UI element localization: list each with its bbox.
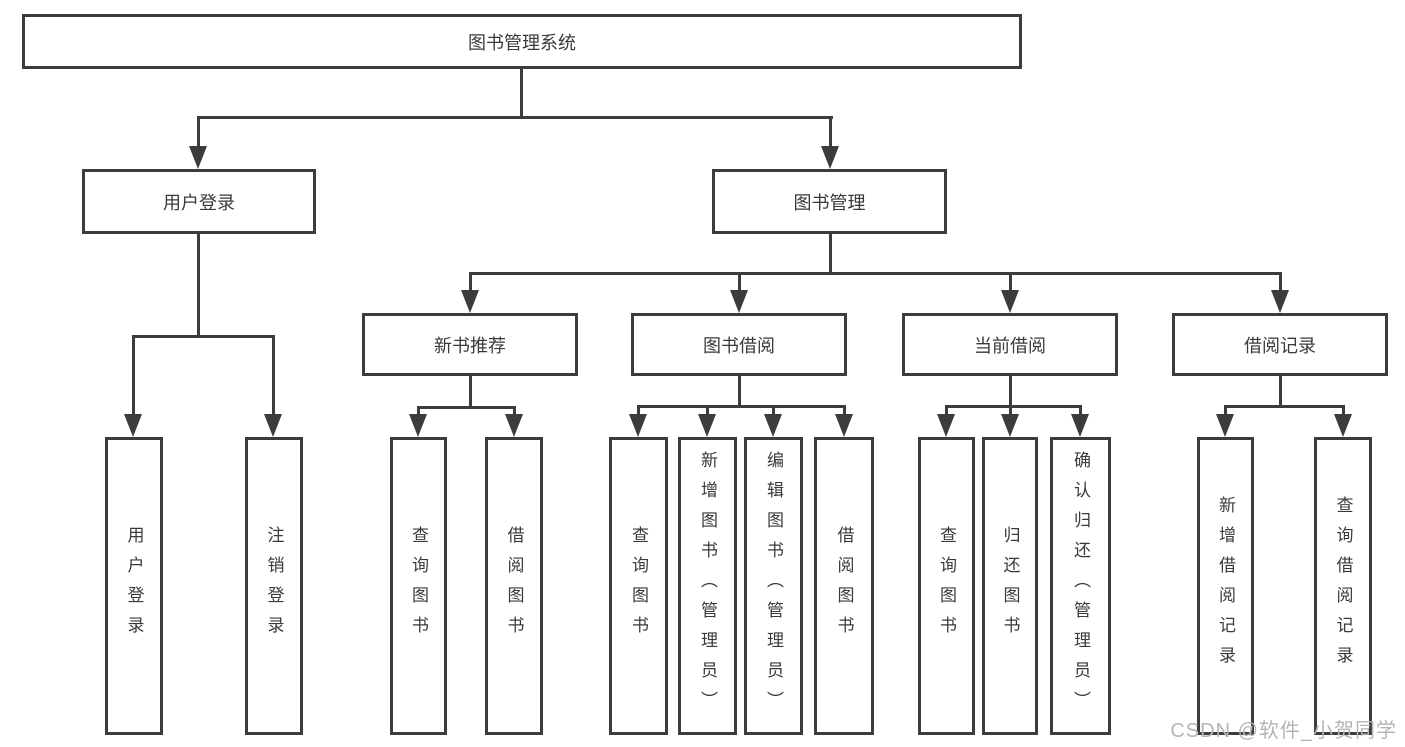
arrow-down-icon <box>698 414 716 437</box>
connector-line <box>1078 406 1082 416</box>
connector-line <box>196 233 200 336</box>
connector-line <box>416 405 516 409</box>
connector-line <box>271 336 275 416</box>
arrow-down-icon <box>629 414 647 437</box>
node-label: 编辑图书（管理员） <box>764 451 783 721</box>
node-leaf-return-book: 归还图书 <box>982 437 1038 735</box>
node-borrow: 图书借阅 <box>631 313 847 376</box>
connector-line <box>828 234 832 273</box>
arrow-down-icon <box>189 146 207 169</box>
node-rec: 新书推荐 <box>362 313 578 376</box>
connector-line <box>828 117 832 148</box>
node-root: 图书管理系统 <box>22 14 1022 69</box>
connector-line <box>1223 404 1345 408</box>
node-leaf-edit-book: 编辑图书（管理员） <box>744 437 803 735</box>
arrow-down-icon <box>409 414 427 437</box>
node-login: 用户登录 <box>82 169 316 234</box>
connector-line <box>944 404 1082 408</box>
connector-line <box>131 336 135 416</box>
node-label: 图书管理系统 <box>468 32 576 53</box>
node-label: 查询图书 <box>629 526 648 646</box>
connector-line <box>636 404 846 408</box>
connector-line <box>944 406 948 416</box>
connector-line <box>416 407 420 416</box>
arrow-down-icon <box>937 414 955 437</box>
node-label: 借阅图书 <box>834 526 854 646</box>
connector-line <box>131 334 275 338</box>
connector-line <box>1008 273 1012 292</box>
watermark: CSDN @软件_小贺同学 <box>1170 720 1397 742</box>
connector-line <box>737 273 741 292</box>
connector-line <box>512 407 516 416</box>
node-records: 借阅记录 <box>1172 313 1388 376</box>
node-label: 新书推荐 <box>434 335 506 356</box>
node-leaf-user-login: 用户登录 <box>105 437 163 735</box>
arrow-down-icon <box>764 414 782 437</box>
node-label: 确认归还（管理员） <box>1071 451 1090 721</box>
connector-line <box>1278 273 1282 292</box>
node-label: 借阅图书 <box>504 526 524 646</box>
node-leaf-borrow-book-1: 借阅图书 <box>485 437 543 735</box>
connector-line <box>771 406 775 416</box>
connector-line <box>196 117 200 148</box>
node-label: 查询图书 <box>937 526 956 646</box>
connector-line <box>519 69 523 117</box>
connector-line <box>1341 406 1345 416</box>
connector-line <box>1278 376 1282 406</box>
node-leaf-borrow-book-2: 借阅图书 <box>814 437 874 735</box>
node-label: 新增借阅记录 <box>1216 496 1235 676</box>
node-mgmt: 图书管理 <box>712 169 947 234</box>
node-label: 借阅记录 <box>1244 335 1316 356</box>
connector-line <box>196 115 833 119</box>
node-leaf-confirm-return: 确认归还（管理员） <box>1050 437 1111 735</box>
connector-line <box>737 376 741 406</box>
connector-line <box>705 406 709 416</box>
connector-line <box>1008 406 1012 416</box>
connector-line <box>636 406 640 416</box>
node-label: 新增图书（管理员） <box>698 451 717 721</box>
arrow-down-icon <box>835 414 853 437</box>
node-leaf-query-book-2: 查询图书 <box>609 437 668 735</box>
node-label: 图书管理 <box>793 192 866 213</box>
arrow-down-icon <box>1001 414 1019 437</box>
arrow-down-icon <box>730 290 748 313</box>
arrow-down-icon <box>264 414 282 437</box>
connector-line <box>468 271 1282 275</box>
arrow-down-icon <box>1334 414 1352 437</box>
arrow-down-icon <box>1001 290 1019 313</box>
node-leaf-query-book-3: 查询图书 <box>918 437 975 735</box>
node-label: 图书借阅 <box>703 335 775 356</box>
arrow-down-icon <box>1271 290 1289 313</box>
connector-line <box>468 273 472 292</box>
arrow-down-icon <box>1071 414 1089 437</box>
node-leaf-logout: 注销登录 <box>245 437 303 735</box>
node-label: 当前借阅 <box>974 335 1046 356</box>
node-label: 用户登录 <box>124 526 144 646</box>
node-label: 查询借阅记录 <box>1333 496 1353 676</box>
node-current: 当前借阅 <box>902 313 1118 376</box>
node-leaf-query-book-1: 查询图书 <box>390 437 447 735</box>
node-leaf-add-book: 新增图书（管理员） <box>678 437 737 735</box>
node-label: 注销登录 <box>264 526 284 646</box>
connector-line <box>1008 376 1012 406</box>
arrow-down-icon <box>505 414 523 437</box>
arrow-down-icon <box>124 414 142 437</box>
node-label: 归还图书 <box>1000 526 1020 646</box>
node-label: 查询图书 <box>409 526 428 646</box>
node-label: 用户登录 <box>163 192 235 213</box>
arrow-down-icon <box>821 146 839 169</box>
connector-line <box>468 376 472 407</box>
node-leaf-add-borrow-record: 新增借阅记录 <box>1197 437 1254 735</box>
node-leaf-query-borrow-record: 查询借阅记录 <box>1314 437 1372 735</box>
arrow-down-icon <box>461 290 479 313</box>
arrow-down-icon <box>1216 414 1234 437</box>
connector-line <box>842 406 846 416</box>
connector-line <box>1223 406 1227 416</box>
